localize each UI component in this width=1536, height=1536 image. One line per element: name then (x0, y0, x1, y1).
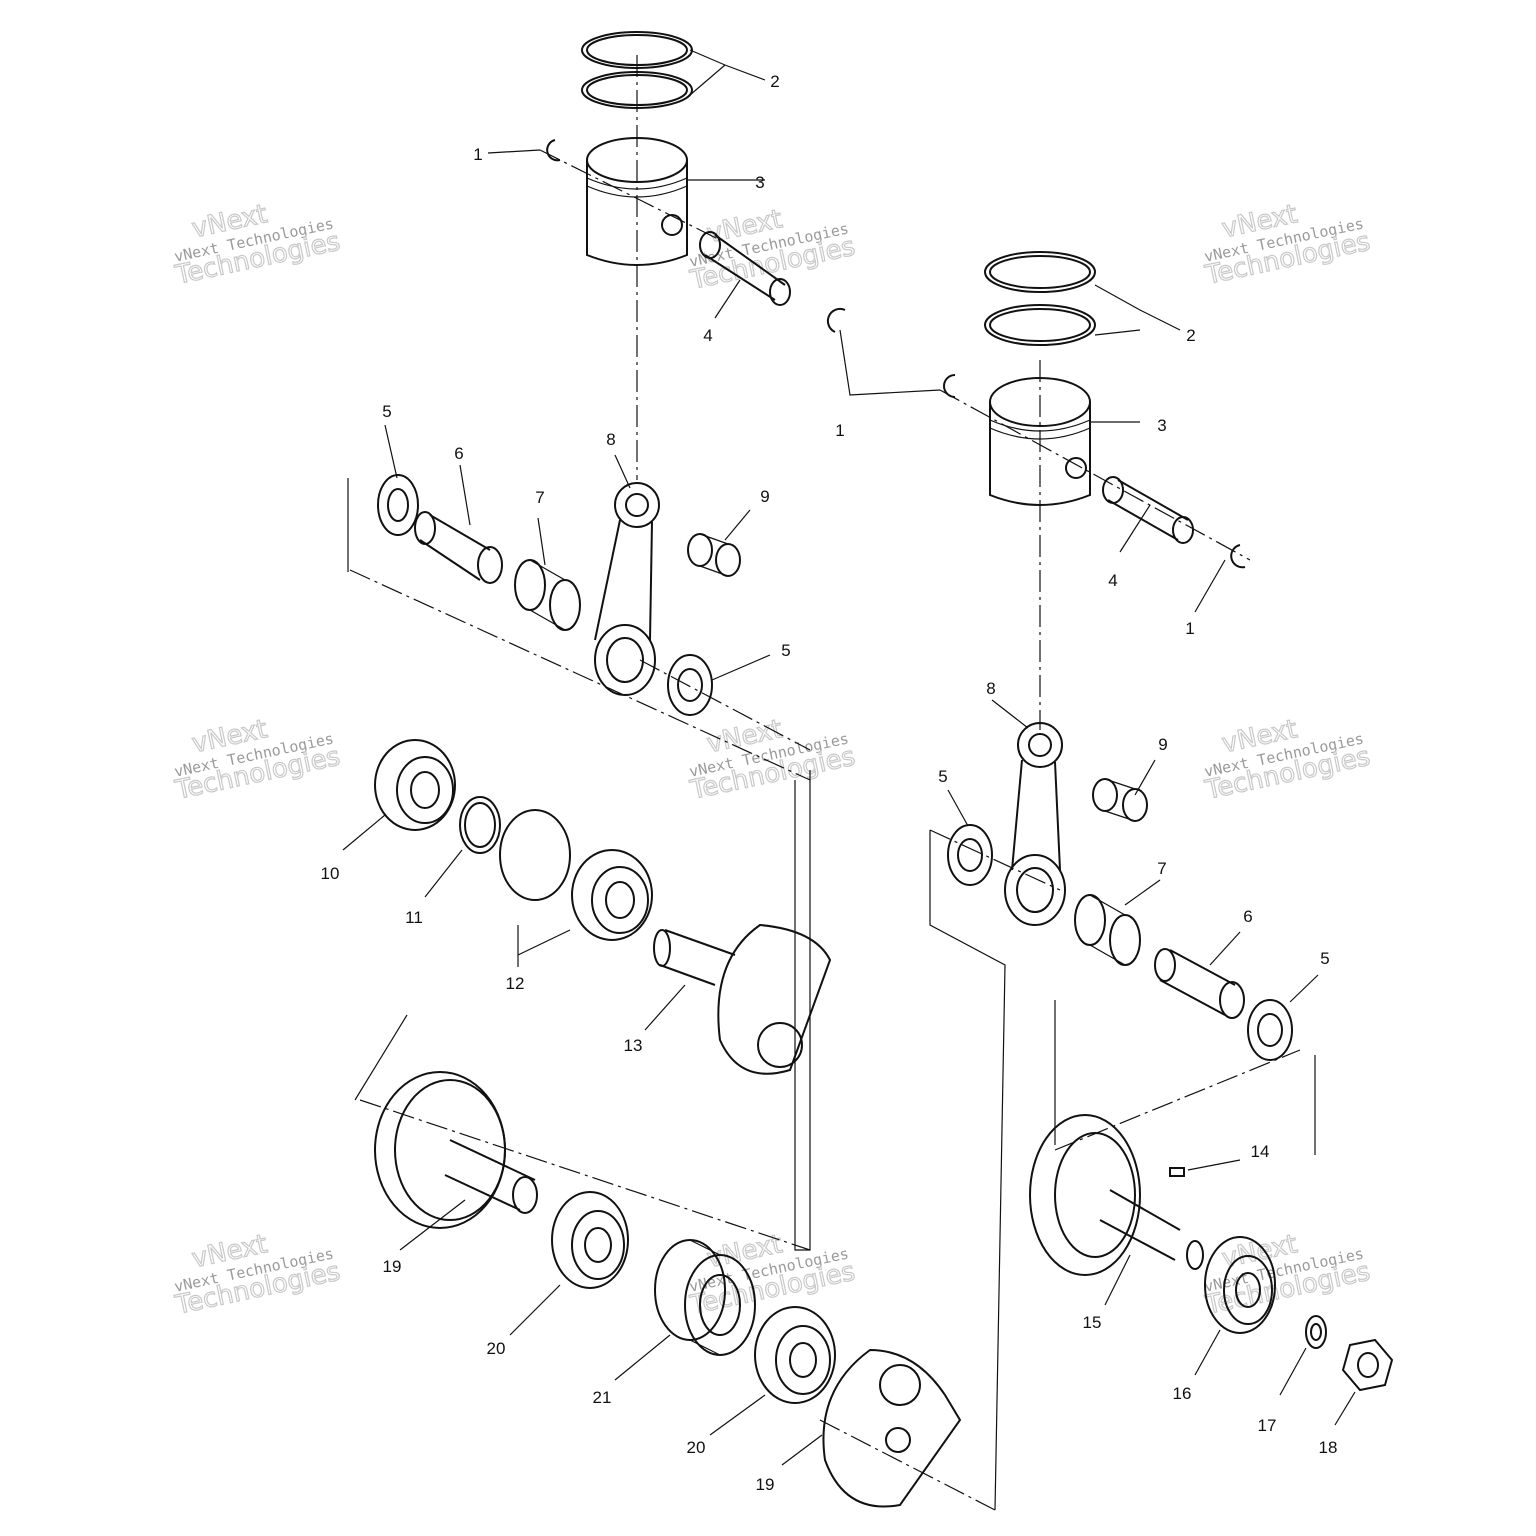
callout-10: 10 (321, 864, 340, 883)
connecting-rod-8-left (594, 482, 660, 696)
assembly-centerlines (349, 55, 1301, 1511)
callout-9: 9 (760, 487, 769, 506)
crank-half-19-lower (822, 1348, 962, 1508)
crank-half-13 (653, 923, 832, 1075)
callout-16: 16 (1173, 1384, 1192, 1403)
callout-8: 8 (606, 430, 615, 449)
piston-right (989, 377, 1091, 506)
piston-left (586, 137, 688, 266)
snap-ring-12 (499, 809, 571, 901)
crank-pin-6-left (414, 511, 503, 584)
callout-19: 19 (383, 1257, 402, 1276)
callout-7: 7 (535, 488, 544, 507)
connecting-rod-8-right (1004, 722, 1066, 926)
piston-pin-left (699, 231, 791, 306)
callout-15: 15 (1083, 1313, 1102, 1332)
callout-20: 20 (487, 1339, 506, 1358)
callout-21: 21 (593, 1388, 612, 1407)
circlip-left-1 (546, 139, 561, 162)
callout-20: 20 (687, 1438, 706, 1457)
leader-lines (342, 49, 1356, 1466)
watermark-top-center: vNext vNext Technologies Technologies (687, 204, 859, 297)
labyrinth-seal-21 (654, 1239, 756, 1356)
piston-pin-right (1102, 476, 1194, 544)
assembly-brackets (347, 329, 1316, 1511)
callout-5: 5 (781, 641, 790, 660)
shim-11 (459, 796, 501, 854)
circlip-left-2 (826, 307, 846, 333)
callout-12: 12 (506, 974, 525, 993)
main-bearing-10 (374, 739, 456, 831)
callout-5: 5 (938, 767, 947, 786)
callout-3: 3 (755, 173, 764, 192)
callout-labels: 1 2 3 4 2 1 3 5 6 7 8 9 5 4 1 8 9 5 10 1… (321, 72, 1338, 1494)
watermark-mid-left: vNext vNext Technologies Technologies (172, 714, 344, 807)
callout-1: 1 (473, 145, 482, 164)
needle-bearing-7-right (1074, 894, 1141, 966)
callout-1: 1 (835, 421, 844, 440)
main-bearing-20-lower (754, 1306, 836, 1404)
watermark-mid-right: vNext vNext Technologies Technologies (1202, 714, 1374, 807)
callout-5: 5 (382, 402, 391, 421)
small-end-bearing-9-right (1092, 778, 1148, 822)
callout-4: 4 (1108, 571, 1117, 590)
callout-4: 4 (703, 326, 712, 345)
circlip-right-2 (1230, 544, 1246, 569)
main-bearing-16 (1204, 1236, 1276, 1334)
callout-5: 5 (1320, 949, 1329, 968)
callout-14: 14 (1251, 1142, 1270, 1161)
nut-18 (1341, 1338, 1394, 1392)
watermark-bottom-right: vNext vNext Technologies Technologies (1202, 1229, 1374, 1322)
crank-pin-6-right (1154, 948, 1245, 1019)
callout-3: 3 (1157, 416, 1166, 435)
crank-half-19-upper (374, 1071, 538, 1229)
piston-ring-set-left (581, 31, 693, 109)
thrust-washer-5-left-b (667, 654, 713, 716)
callout-17: 17 (1258, 1416, 1277, 1435)
main-bearing-12 (571, 849, 653, 941)
thrust-washer-5-left-a (377, 474, 419, 536)
circlip-right-1 (943, 374, 956, 398)
crank-half-15 (1029, 1114, 1204, 1276)
callout-2: 2 (1186, 326, 1195, 345)
watermark-bottom-center: vNext vNext Technologies Technologies (687, 1229, 859, 1322)
callout-11: 11 (405, 908, 423, 927)
woodruff-key-14 (1169, 1167, 1185, 1177)
callout-18: 18 (1319, 1438, 1338, 1457)
small-end-bearing-9-left (687, 533, 741, 577)
main-bearing-20-upper (551, 1191, 629, 1289)
watermark-top-left: vNext vNext Technologies Technologies (172, 199, 344, 292)
callout-19: 19 (756, 1475, 775, 1494)
callout-9: 9 (1158, 735, 1167, 754)
callout-13: 13 (624, 1036, 643, 1055)
thrust-washer-5-right-a (947, 824, 993, 886)
piston-ring-set-right (984, 251, 1096, 346)
callout-1: 1 (1185, 619, 1194, 638)
callout-6: 6 (454, 444, 463, 463)
needle-bearing-7-left (514, 559, 581, 631)
lock-washer-17 (1305, 1315, 1327, 1349)
watermark-top-right: vNext vNext Technologies Technologies (1202, 199, 1374, 292)
callout-6: 6 (1243, 907, 1252, 926)
callout-2: 2 (770, 72, 779, 91)
watermark-mid-center: vNext vNext Technologies Technologies (687, 714, 859, 807)
callout-7: 7 (1157, 859, 1166, 878)
thrust-washer-5-right-b (1247, 999, 1293, 1061)
callout-8: 8 (986, 679, 995, 698)
watermark-bottom-left: vNext vNext Technologies Technologies (172, 1229, 344, 1322)
